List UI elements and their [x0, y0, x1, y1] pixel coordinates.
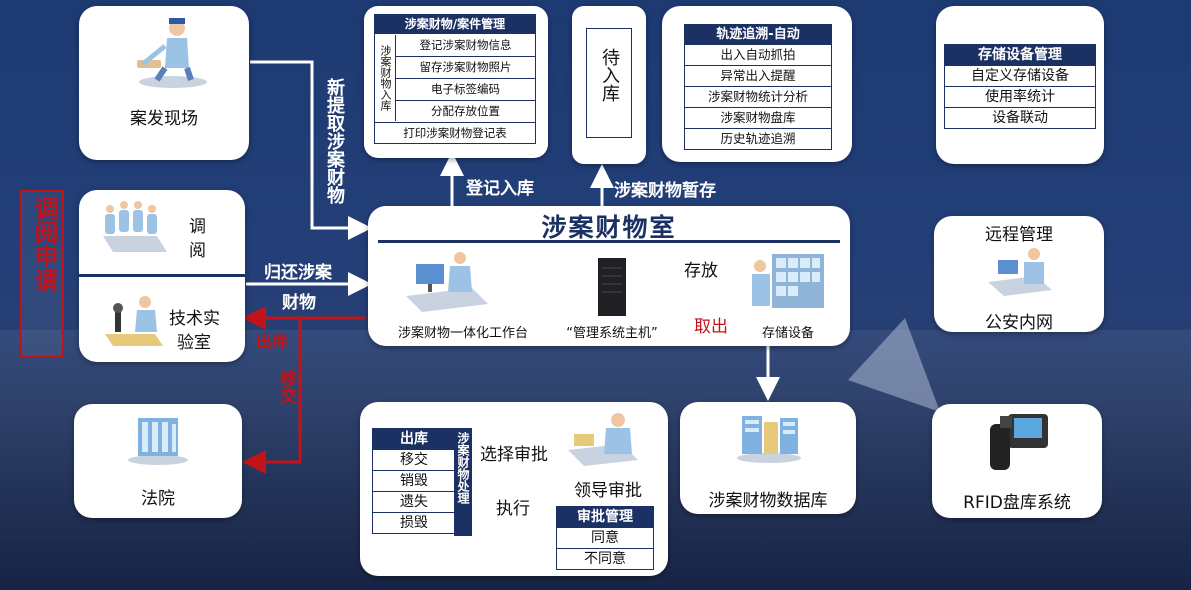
dispose-side-bar [454, 428, 472, 536]
database-box: 涉案财物数据库 [680, 402, 856, 514]
outbound-label: 出库 [256, 332, 289, 351]
dispose-row: 遗失 [373, 491, 455, 512]
leader-icon [568, 413, 638, 466]
database-label: 涉案财物数据库 [708, 491, 828, 511]
divider [79, 274, 245, 277]
approval-title: 审批管理 [557, 507, 653, 527]
arrow-transfer [242, 318, 302, 474]
room-title: 涉案财物室 [541, 213, 677, 242]
track-row: 历史轨迹追溯 [685, 128, 831, 149]
court-box: 法院 [74, 404, 242, 518]
rfid-box: RFID盘库系统 [932, 404, 1102, 518]
track-title: 轨迹追溯-自动 [685, 25, 831, 44]
review-label-bottom: 阅 [189, 241, 206, 261]
dispose-table: 出库 移交 销毁 遗失 损毁 [372, 428, 456, 534]
dispose-row: 损毁 [373, 512, 455, 533]
case-mgmt-footer: 打印涉案财物登记表 [375, 122, 535, 143]
arrow-new-extract [250, 60, 372, 240]
case-mgmt-title: 涉案财物/案件管理 [375, 15, 535, 34]
rfid-scanner-icon [990, 414, 1048, 470]
leader-label: 领导审批 [574, 481, 642, 501]
court-building-icon [128, 418, 188, 465]
meeting-icon [103, 201, 167, 252]
storage-mgmt-table: 存储设备管理 自定义存储设备 使用率统计 设备联动 [944, 44, 1096, 129]
rfid-label: RFID盘库系统 [963, 493, 1071, 513]
storage-cabinet-icon [752, 254, 824, 308]
dispose-row: 销毁 [373, 470, 455, 491]
storage-mgmt-row: 使用率统计 [945, 86, 1095, 107]
storage-mgmt-row: 自定义存储设备 [945, 65, 1095, 86]
return-label-2: 财物 [282, 293, 316, 313]
apply-box [20, 190, 64, 358]
apply-label: 调阅申请 [30, 196, 58, 292]
storage-mgmt-title: 存储设备管理 [945, 45, 1095, 65]
execute-label: 执行 [496, 499, 530, 519]
case-mgmt-box: 涉案财物/案件管理 涉案财物入库 登记涉案财物信息 留存涉案财物照片 电子标签编… [364, 6, 548, 158]
pending-frame [586, 28, 632, 138]
store-label: 存放 [684, 261, 718, 281]
room-title-underline [378, 240, 840, 243]
case-mgmt-row: 登记涉案财物信息 [419, 38, 512, 52]
case-mgmt-table: 涉案财物/案件管理 涉案财物入库 登记涉案财物信息 留存涉案财物照片 电子标签编… [374, 14, 536, 144]
workstation-icon [406, 252, 488, 312]
track-box: 轨迹追溯-自动 出入自动抓拍 异常出入提醒 涉案财物统计分析 涉案财物盘库 历史… [662, 6, 852, 162]
storage-mgmt-box: 存储设备管理 自定义存储设备 使用率统计 设备联动 [936, 6, 1104, 164]
storage-mgmt-row: 设备联动 [945, 107, 1095, 128]
lab-label-line1: 技术实 [169, 309, 220, 329]
dispose-row: 移交 [373, 449, 455, 470]
workstation-label: 涉案财物一体化工作台 [397, 326, 528, 341]
case-mgmt-side: 涉案财物入库 [375, 35, 396, 121]
dispose-header: 出库 [373, 429, 455, 449]
track-table: 轨迹追溯-自动 出入自动抓拍 异常出入提醒 涉案财物统计分析 涉案财物盘库 历史… [684, 24, 832, 150]
select-label: 选择审批 [480, 445, 548, 465]
register-in-label: 登记入库 [466, 179, 534, 199]
lab-label-line2: 验室 [177, 333, 211, 353]
pending-box: 待入库 [572, 6, 646, 164]
approval-row: 同意 [557, 527, 653, 548]
remote-desk-icon [988, 248, 1052, 296]
dispose-box: 出库 移交 销毁 遗失 损毁 涉案财物处理 选择审批 执行 领导审批 审批管理 … [360, 402, 668, 576]
pending-label: 待入库 [599, 48, 620, 102]
dispose-side: 涉案财物处理 [456, 432, 470, 504]
new-extract-label: 新提取涉案财物 [324, 78, 345, 204]
review-label-top: 调 [189, 217, 206, 237]
scene-box: 案发现场 [79, 6, 249, 160]
track-row: 涉案财物盘库 [685, 107, 831, 128]
track-row: 异常出入提醒 [685, 65, 831, 86]
storage-label: 存储设备 [761, 326, 814, 341]
remote-net: 公安内网 [985, 313, 1053, 333]
microscope-icon [105, 296, 163, 346]
approval-table: 审批管理 同意 不同意 [556, 506, 654, 570]
remote-box: 远程管理 公安内网 [934, 216, 1104, 333]
return-label-1: 归还涉案 [264, 263, 332, 283]
remote-title: 远程管理 [985, 225, 1053, 245]
take-label: 取出 [694, 317, 728, 337]
case-mgmt-row: 留存涉案财物照片 [396, 56, 535, 78]
track-row: 出入自动抓拍 [685, 44, 831, 65]
track-row: 涉案财物统计分析 [685, 86, 831, 107]
database-server-icon [737, 416, 801, 463]
host-label: “管理系统主机” [566, 326, 658, 341]
scene-label: 案发现场 [130, 109, 198, 129]
case-mgmt-row: 电子标签编码 [396, 78, 535, 100]
review-lab-box: 调 阅 技术实 验室 [79, 190, 245, 362]
case-mgmt-row: 分配存放位置 [396, 100, 535, 122]
server-host-icon [598, 258, 626, 316]
rfid-beam [848, 318, 940, 412]
room-box: 涉案财物室 涉案财物一体化工作台 “管理系统主机” 存放 取出 存储设备 [368, 206, 850, 346]
transfer-label: 移交 [276, 370, 296, 404]
approval-row: 不同意 [557, 548, 653, 569]
officer-icon [137, 18, 207, 88]
temp-storage-label: 涉案财物暂存 [614, 181, 716, 201]
court-label: 法院 [141, 489, 175, 509]
